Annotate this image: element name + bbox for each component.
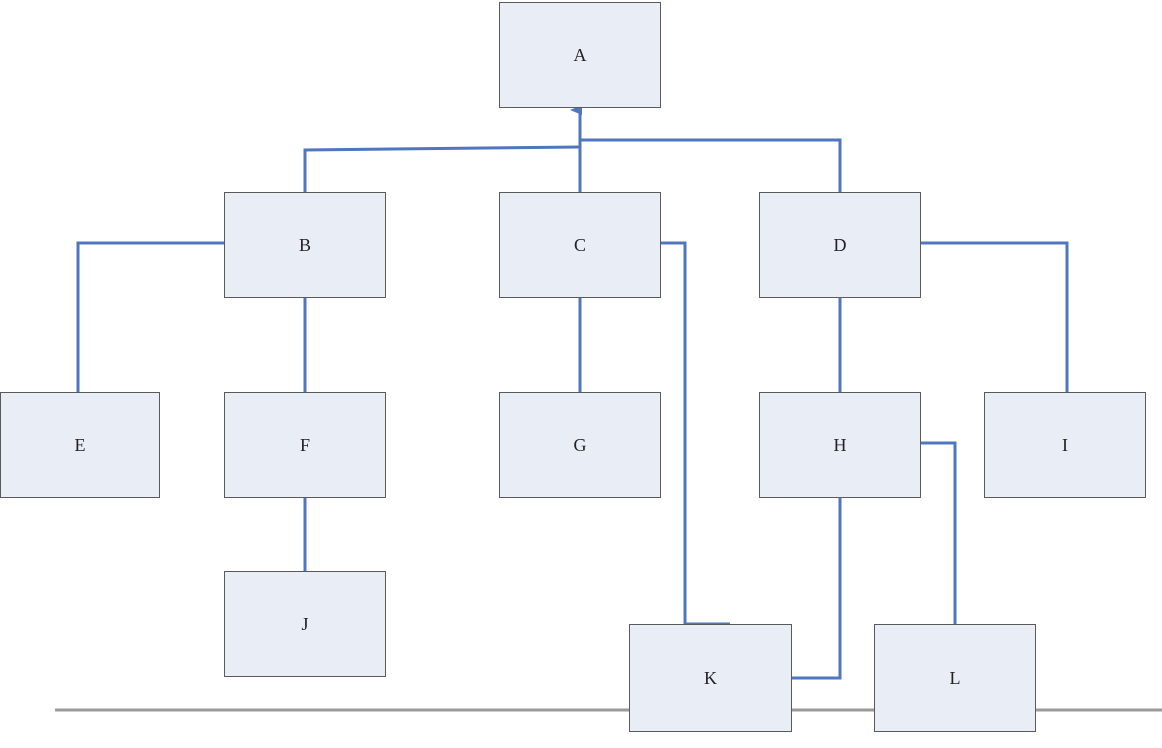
node-f: F	[224, 392, 386, 498]
node-d-label: D	[833, 234, 847, 255]
node-c: C	[499, 192, 661, 298]
node-i: I	[984, 392, 1146, 498]
node-b-label: B	[298, 234, 311, 255]
node-i-label: I	[1062, 434, 1068, 455]
node-h: H	[759, 392, 921, 498]
connector-c-k	[661, 241, 730, 626]
node-h-label: H	[833, 434, 847, 455]
connector-h-l	[921, 441, 957, 624]
node-f-label: F	[299, 434, 310, 455]
connector-b-a	[303, 145, 581, 192]
node-b: B	[224, 192, 386, 298]
node-k-label: K	[704, 667, 717, 688]
node-j-label: J	[301, 613, 309, 634]
node-g: G	[499, 392, 661, 498]
node-e-label: E	[74, 434, 86, 455]
node-a-label: A	[573, 44, 587, 65]
node-d: D	[759, 192, 921, 298]
node-l-label: L	[949, 667, 961, 688]
node-e: E	[0, 392, 160, 498]
node-c-label: C	[573, 234, 586, 255]
connector-h-k	[792, 497, 842, 680]
connector-b-e	[76, 241, 224, 392]
connector-d-a	[580, 138, 842, 192]
node-g-label: G	[573, 434, 587, 455]
node-a: A	[499, 2, 661, 108]
node-k: K	[629, 624, 792, 732]
node-j: J	[224, 571, 386, 677]
node-l: L	[874, 624, 1036, 732]
connector-d-i	[921, 241, 1069, 392]
